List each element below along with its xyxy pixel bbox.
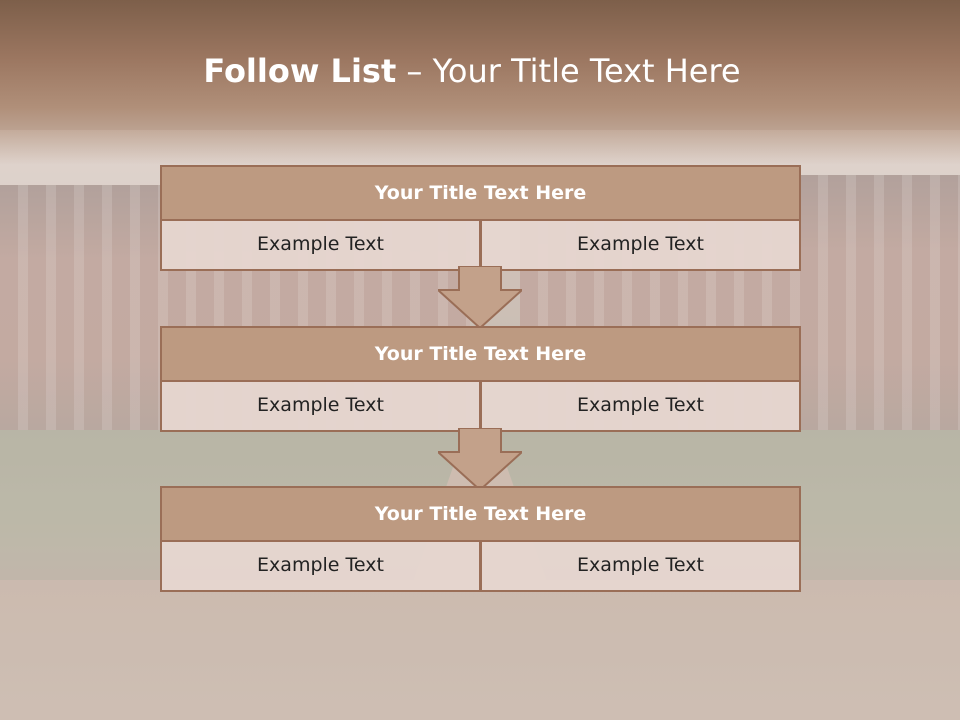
slide-title-bold: Follow List — [203, 52, 397, 90]
step-title: Your Title Text Here — [160, 165, 801, 221]
slide-title: Follow List – Your Title Text Here — [0, 52, 944, 90]
step-cell-left: Example Text — [160, 382, 481, 432]
step-block-1: Your Title Text Here Example Text Exampl… — [160, 165, 801, 271]
slide-title-rest: – Your Title Text Here — [396, 52, 741, 90]
step-cell-left: Example Text — [160, 542, 481, 592]
down-arrow-icon — [438, 266, 522, 328]
step-cell-right: Example Text — [480, 221, 801, 271]
background-ground — [0, 580, 960, 720]
step-block-3: Your Title Text Here Example Text Exampl… — [160, 486, 801, 592]
step-block-2: Your Title Text Here Example Text Exampl… — [160, 326, 801, 432]
step-title: Your Title Text Here — [160, 326, 801, 382]
step-title: Your Title Text Here — [160, 486, 801, 542]
title-band — [0, 0, 960, 165]
step-cell-right: Example Text — [480, 542, 801, 592]
step-cell-left: Example Text — [160, 221, 481, 271]
step-cell-right: Example Text — [480, 382, 801, 432]
down-arrow-icon — [438, 428, 522, 490]
